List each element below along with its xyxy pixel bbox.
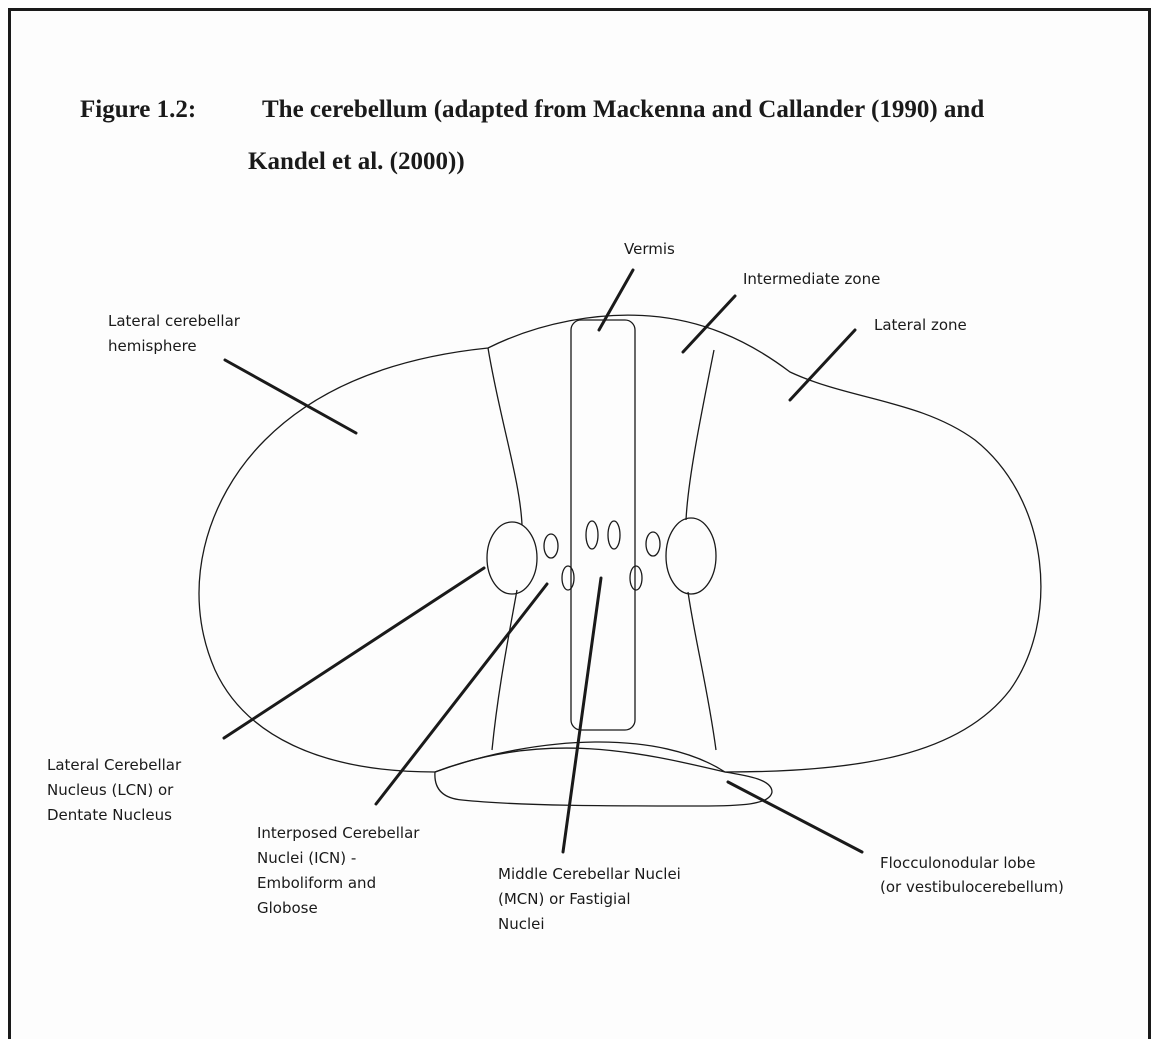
label-mcn-line-1: Middle Cerebellar Nuclei [498, 865, 681, 883]
dentate-nucleus-right [665, 517, 717, 595]
mcn-leader-line [561, 576, 603, 854]
label-lateral-zone: Lateral zone [874, 316, 967, 334]
label-lcn: Lateral Cerebellar Nucleus (LCN) or Dent… [47, 756, 186, 824]
cerebellum-outline [198, 314, 1042, 773]
flocculonodular-lobe-shape [434, 741, 773, 807]
label-lcn-line-1: Lateral Cerebellar [47, 756, 182, 774]
label-lcn-line-2: Nucleus (LCN) or [47, 781, 174, 799]
figure-title-line-1: The cerebellum (adapted from Mackenna an… [262, 96, 985, 123]
label-flocculonodular-line-1: Flocculonodular lobe [880, 854, 1035, 872]
label-icn-line-3: Emboliform and [257, 874, 376, 892]
figure-title-line-2: Kandel et al. (2000)) [248, 148, 465, 175]
emboliform-nucleus-right [629, 565, 643, 591]
fastigial-nucleus-right [607, 520, 621, 550]
label-icn-line-1: Interposed Cerebellar [257, 824, 420, 842]
label-mcn: Middle Cerebellar Nuclei (MCN) or Fastig… [498, 865, 686, 933]
label-lcn-line-3: Dentate Nucleus [47, 806, 172, 824]
label-intermediate-zone: Intermediate zone [743, 270, 880, 288]
lateral-zone-leader-line [788, 328, 857, 402]
intermediate-zone-left-boundary [487, 347, 523, 526]
label-lateral-hemisphere-line-2: hemisphere [108, 337, 197, 355]
globose-nucleus-left [543, 533, 559, 559]
label-icn-line-4: Globose [257, 899, 318, 917]
label-flocculonodular: Flocculonodular lobe (or vestibulocerebe… [880, 854, 1064, 896]
dentate-nucleus-left [486, 521, 538, 595]
intermediate-zone-right-boundary-lower [687, 591, 717, 751]
label-lateral-hemisphere-line-1: Lateral cerebellar [108, 312, 241, 330]
vermis-shape [570, 319, 636, 731]
figure-number: Figure 1.2: [80, 96, 197, 123]
flocculonodular-leader-line [726, 780, 864, 854]
label-mcn-line-2: (MCN) or Fastigial [498, 890, 631, 908]
label-mcn-line-3: Nuclei [498, 915, 545, 933]
label-icn-line-2: Nuclei (ICN) - [257, 849, 356, 867]
label-vermis: Vermis [624, 240, 675, 258]
figure-frame [8, 8, 1151, 1039]
intermediate-zone-left-boundary-lower [491, 589, 518, 751]
emboliform-nucleus-left [561, 565, 575, 591]
globose-nucleus-right [645, 531, 661, 557]
intermediate-zone-right-boundary [685, 349, 715, 521]
icn-leader-line [374, 582, 549, 806]
lateral-hemisphere-leader-line [223, 358, 358, 435]
lcn-leader-line [222, 566, 486, 740]
intermediate-zone-leader-line [681, 294, 737, 354]
label-lateral-hemisphere: Lateral cerebellar hemisphere [108, 312, 245, 355]
label-icn: Interposed Cerebellar Nuclei (ICN) - Emb… [257, 824, 424, 917]
label-flocculonodular-line-2: (or vestibulocerebellum) [880, 878, 1064, 896]
fastigial-nucleus-left [585, 520, 599, 550]
vermis-leader-line [597, 268, 635, 332]
